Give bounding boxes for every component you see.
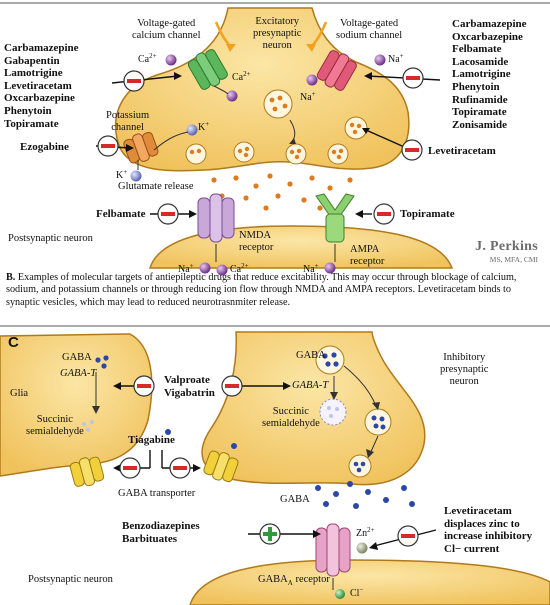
glutamate-molecules: [211, 173, 353, 211]
zn-ion: [356, 542, 368, 554]
inhibit-symbol-tiag-left: [119, 457, 141, 479]
inhibitory-neuron-label: Inhibitory presynaptic neuron: [440, 352, 489, 387]
glia-gaba-label: GABA: [62, 352, 92, 363]
inhibit-symbol-zinc: [397, 525, 419, 547]
cl-label: Cl−: [350, 586, 364, 599]
inhibit-symbol-topi: [373, 203, 395, 225]
panel-letter-c: C: [8, 334, 19, 351]
enhance-symbol-benzo: [259, 523, 281, 545]
ezogabine-label: Ezogabine: [20, 141, 69, 153]
glia-label: Glia: [10, 388, 29, 399]
ion-label-na-4: Na+: [303, 262, 319, 275]
inhibit-symbol-felb: [157, 203, 179, 225]
glia-gaba-dots: [82, 355, 109, 432]
cl-ion: [335, 589, 345, 599]
benzodiazepines-barbituates-label: Benzodiazepines Barbituates: [122, 520, 200, 545]
postsynaptic-label-c: Postsynaptic neuron: [28, 574, 113, 585]
ion-label-k-2: K+: [116, 168, 128, 181]
arrowheads-b: [126, 72, 372, 218]
gaba-transporter-glia: [69, 456, 105, 487]
sodium-channel-label: Voltage-gated sodium channel: [336, 18, 403, 41]
felbamate-label: Felbamate: [96, 208, 146, 220]
inhibit-symbol-k: [97, 135, 119, 157]
gaba-transporter-label: GABA transporter: [118, 488, 196, 499]
valproate-vigabatrin-label: Valproate Vigabatrin: [164, 374, 215, 399]
nmda-receptor-shape: [197, 193, 235, 262]
glia-cell: [0, 333, 153, 477]
symbol-circles: [97, 67, 424, 547]
ions-b: [130, 54, 386, 276]
inhibit-symbol-gabat-glia: [133, 375, 155, 397]
postsynaptic-neuron-b: [148, 225, 454, 269]
calcium-channel-label: Voltage-gated calcium channel: [132, 18, 201, 41]
inhibit-symbol-ca: [123, 70, 145, 92]
postsynaptic-neuron-c: [189, 559, 550, 605]
zn-label: Zn2+: [356, 526, 375, 539]
gaba-cleft-molecules: [165, 429, 415, 509]
gaba-transporter-neuron: [203, 450, 239, 483]
gaba-a-receptor-label: GABAA receptor: [258, 574, 330, 588]
postsynaptic-label-b: Postsynaptic neuron: [8, 233, 93, 244]
glutamate-release-label: Glutamate release: [118, 181, 194, 192]
inhibit-symbol-gabat-neuron: [221, 375, 243, 397]
neuron-gaba-t-label: GABA-T: [292, 380, 329, 391]
levetiracetam-label-b: Levetiracetam: [428, 145, 496, 157]
potassium-channel-label: Potassium channel: [106, 110, 150, 133]
neuron-gaba-label: GABA: [296, 350, 326, 361]
calcium-channel-drug-list: Carbamazepine Gabapentin Lamotrigine Lev…: [4, 42, 79, 130]
topiramate-label: Topiramate: [400, 208, 455, 220]
glia-gaba-t-label: GABA-T: [60, 368, 97, 379]
ion-label-ca-3: Ca2+: [230, 262, 249, 275]
levetiracetam-zinc-note: Levetiracetam displaces zinc to increase…: [444, 505, 533, 555]
figure-caption-b: B. Examples of molecular targets of anti…: [6, 272, 517, 308]
calcium-channel-shape: [187, 49, 228, 90]
inhibit-symbol-lev: [401, 139, 423, 161]
ion-label-na-1: Na+: [388, 52, 404, 65]
vesicles-b: [185, 89, 368, 165]
inhibit-symbol-tiag-right: [169, 457, 191, 479]
vesicles-c: [315, 345, 392, 478]
ion-label-ca-2: Ca2+: [232, 70, 251, 83]
inhibit-symbol-na: [402, 67, 424, 89]
artist-signature: J. Perkins MS, MFA, CMI: [475, 239, 538, 264]
ampa-receptor-shape: [315, 193, 355, 262]
sodium-channel-drug-list: Carbamazepine Oxcarbazepine Felbamate La…: [452, 18, 527, 131]
cleft-gaba-label: GABA: [280, 494, 310, 505]
tiagabine-label: Tiagabine: [128, 434, 175, 446]
gaba-a-receptor-shape: [315, 523, 351, 590]
sodium-channel-shape: [316, 50, 357, 91]
arrowheads-c: [113, 382, 378, 550]
ion-label-k-1: K+: [198, 120, 210, 133]
ion-label-ca-1: Ca2+: [138, 52, 157, 65]
excitatory-neuron-label: Excitatory presynaptic neuron: [253, 16, 302, 51]
ion-label-na-3: Na+: [178, 262, 194, 275]
ion-label-na-2: Na+: [300, 90, 316, 103]
